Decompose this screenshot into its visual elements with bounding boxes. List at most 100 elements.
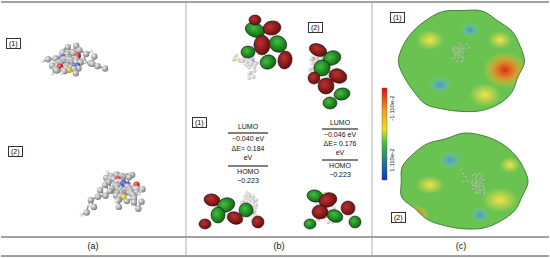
potential-spot [438, 151, 462, 169]
potential-spot [488, 31, 512, 49]
atom [86, 203, 90, 207]
atom [454, 57, 458, 61]
column-label: (b) [274, 242, 285, 251]
mep-outline [401, 133, 528, 229]
molecule-model [460, 168, 486, 196]
energy-level-name: HOMO [329, 162, 351, 169]
atom [483, 190, 485, 192]
atom [240, 59, 244, 63]
energy-unit: eV [244, 154, 253, 161]
homo-level [228, 166, 268, 167]
atom [309, 57, 313, 61]
potential-spot [416, 176, 444, 194]
atom [91, 204, 97, 210]
atom [252, 65, 256, 69]
atom [60, 71, 64, 75]
atom [312, 65, 314, 67]
atom [335, 67, 337, 69]
atom [462, 51, 466, 55]
atom [315, 203, 317, 205]
orbital-lobes [307, 41, 350, 109]
atom [465, 175, 469, 179]
atom [53, 67, 59, 73]
lumo-level [228, 133, 268, 134]
panel-label-box: (2) [308, 22, 323, 33]
atom [462, 57, 464, 59]
potential-spot [460, 22, 480, 38]
table-rule [1, 2, 549, 3]
orbital-lobe [312, 205, 328, 219]
panel-label-box: (1) [390, 12, 405, 23]
atom [451, 58, 453, 60]
atom [476, 192, 478, 194]
orbital-lobe [252, 216, 264, 228]
panel-label-box: (2) [8, 146, 23, 157]
scale-limit: -1.110e-2 [389, 95, 395, 120]
column-divider [372, 2, 373, 256]
orbital-lobes [304, 189, 361, 229]
atom [102, 193, 108, 199]
energy-value: −0.046 eV [324, 131, 356, 138]
molecule-model [80, 170, 146, 217]
atom [252, 75, 256, 79]
atom [89, 50, 93, 54]
energy-gap: ΔE= 0.184 [232, 145, 265, 152]
atom [91, 53, 97, 59]
atom [102, 65, 108, 71]
atom [483, 192, 487, 196]
panel-label: (1) [391, 13, 404, 22]
atom [247, 76, 251, 80]
orbital-lobes [241, 15, 293, 71]
atom [115, 197, 121, 203]
energy-level-name: LUMO [330, 119, 350, 126]
atom [80, 213, 84, 217]
orbital-lobe [241, 46, 255, 58]
atom [45, 56, 51, 62]
potential-spot [428, 76, 452, 94]
atom [65, 44, 71, 50]
potential-spot [469, 83, 501, 107]
orbital-lobe [277, 50, 294, 70]
energy-level-name: LUMO [238, 123, 258, 130]
panel-label: (1) [7, 39, 20, 48]
atom [482, 178, 486, 182]
column-label: (c) [456, 242, 467, 251]
atom [308, 68, 312, 72]
atom [326, 220, 330, 224]
orbital-lobe [254, 35, 270, 55]
atom [251, 199, 255, 203]
atom [239, 63, 241, 65]
panel-label: (2) [309, 23, 322, 32]
atom [475, 176, 479, 180]
atom [95, 194, 101, 200]
atom [465, 43, 469, 47]
atom [41, 59, 45, 63]
orbital-lobe [349, 216, 361, 228]
atom [73, 70, 79, 76]
molecule-model [41, 43, 108, 77]
potential-spot [470, 207, 490, 223]
atom [466, 179, 470, 183]
color-scale-bar [382, 88, 387, 180]
energy-unit: eV [336, 149, 345, 156]
energy-value: −0.223 [329, 171, 351, 178]
scale-limit: 1.110e-2 [389, 148, 395, 171]
atom [97, 187, 103, 193]
atom [135, 205, 141, 211]
atom [232, 58, 236, 62]
table-rule [1, 256, 549, 257]
atom [138, 199, 144, 205]
atom [471, 173, 475, 177]
column-divider [186, 2, 187, 256]
orbital-lobe [199, 219, 211, 229]
panel-label-box: (1) [192, 117, 207, 128]
atom [116, 204, 122, 210]
atom [468, 46, 472, 50]
mep-surface [401, 133, 528, 229]
atom [462, 172, 466, 176]
atom [247, 65, 251, 69]
atom [83, 209, 89, 215]
molecule-model [451, 42, 471, 64]
